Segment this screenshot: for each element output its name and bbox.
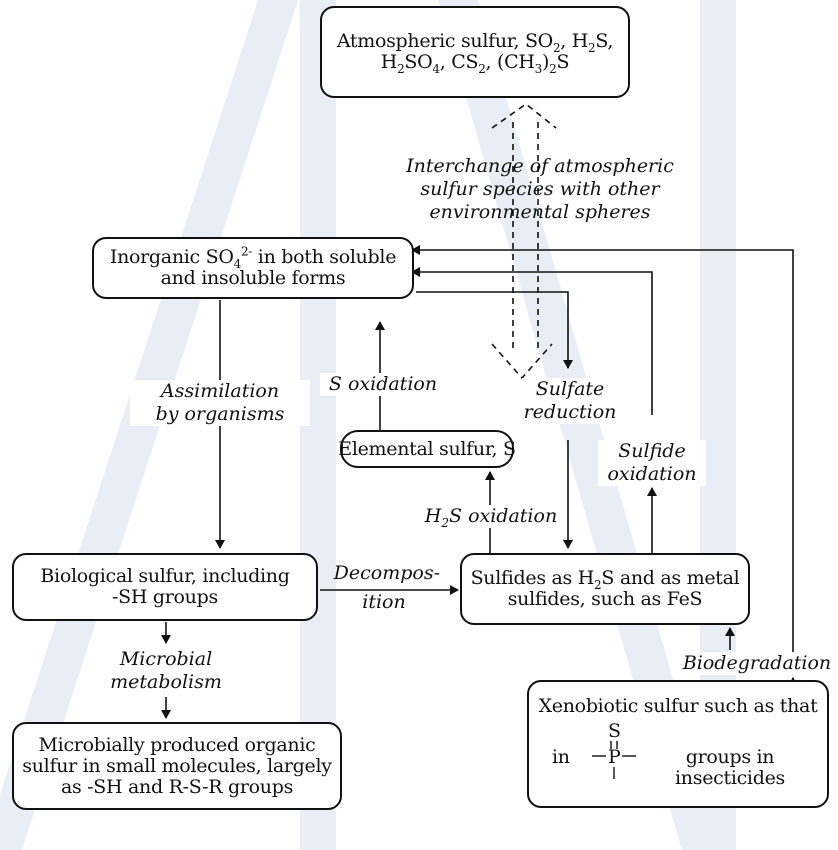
microbial-metabolism-label: Microbial metabolism xyxy=(100,648,232,694)
atmospheric-text-part: , CS xyxy=(439,51,479,73)
phosphorus-atom-label: P xyxy=(608,746,621,768)
microbial-metabolism-line1: Microbial xyxy=(119,648,213,670)
xenobiotic-groups-text: groups in insecticides xyxy=(675,746,785,789)
biological-line1: Biological sulfur, including xyxy=(40,565,290,587)
microbial-organic-line3: as -SH and R-S-R groups xyxy=(60,775,294,798)
microbial-organic-line1: Microbially produced organic xyxy=(38,733,316,756)
sulfate-reduction-line1: Sulfate xyxy=(535,378,605,400)
sulfides-text-part: S and as metal xyxy=(601,567,740,589)
atmospheric-text-part: S, xyxy=(595,30,614,52)
inorganic-sulfate-box: Inorganic SO42- in both soluble and inso… xyxy=(92,237,414,299)
atmospheric-text-part: , H xyxy=(560,30,589,52)
biological-line2: -SH groups xyxy=(112,586,218,608)
atmospheric-subscript: 2 xyxy=(549,61,557,76)
atmospheric-subscript: 3 xyxy=(534,61,543,76)
h2s-oxidation-text-part: H xyxy=(424,505,442,527)
atmospheric-subscript: 2 xyxy=(397,61,405,76)
interchange-line2: sulfur species with other xyxy=(420,178,660,200)
interchange-line1: Interchange of atmospheric xyxy=(406,155,674,177)
h2s-oxidation-subscript: 2 xyxy=(441,515,450,530)
sulfides-box: Sulfides as H2S and as metal sulfides, s… xyxy=(460,553,750,625)
interchange-line3: environmental spheres xyxy=(429,201,651,223)
atmospheric-subscript: 2 xyxy=(552,40,561,55)
inorganic-line2: and insoluble forms xyxy=(160,267,346,289)
atmospheric-text-part: SO xyxy=(404,51,433,73)
interchange-dashed-arrow xyxy=(491,102,557,380)
atmospheric-text-part: H xyxy=(380,51,398,73)
atmospheric-sulfur-box: Atmospheric sulfur, SO2, H2S, H2SO4, CS2… xyxy=(320,6,630,98)
assimilation-label: Assimilation by organisms xyxy=(130,380,310,426)
xenobiotic-line1: Xenobiotic sulfur such as that xyxy=(538,695,818,717)
inorganic-text-part: in both soluble xyxy=(252,246,397,268)
sulfide-oxidation-line1: Sulfide xyxy=(618,440,686,462)
sulfide-oxidation-label: Sulfide oxidation xyxy=(598,440,706,486)
biodegradation-label: Biodegradation xyxy=(677,652,837,675)
xenobiotic-in-text: in xyxy=(552,746,570,768)
atmospheric-text-part: S xyxy=(556,51,570,73)
p-bond-lines xyxy=(592,741,636,779)
s-oxidation-text: S oxidation xyxy=(328,373,438,395)
atmospheric-text-part: ) xyxy=(542,51,550,73)
sulfides-text-part: Sulfides as H xyxy=(470,567,595,589)
decomposition-line1: Decompos- xyxy=(333,562,440,584)
inorganic-text-part: Inorganic SO xyxy=(109,246,234,268)
sulfate-reduction-arrow xyxy=(416,291,573,369)
elemental-sulfur-box: Elemental sulfur, S xyxy=(338,430,516,468)
sulfide-oxidation-arrow-upper xyxy=(411,267,653,415)
h2s-oxidation-text-part: S oxidation xyxy=(449,505,558,527)
microbial-organic-sulfur-box: Microbially produced organic sulfur in s… xyxy=(12,722,342,810)
biodegradation-text: Biodegradation xyxy=(682,652,832,674)
microbial-organic-line2: sulfur in small molecules, largely xyxy=(22,754,332,777)
atmospheric-text-part: Atmospheric sulfur, SO xyxy=(336,30,553,52)
sulfate-reduction-line2: reduction xyxy=(523,401,617,423)
sulfate-reduction-label: Sulfate reduction xyxy=(522,378,618,424)
biological-sulfur-box: Biological sulfur, including -SH groups xyxy=(12,553,318,621)
inorganic-superscript: 2- xyxy=(240,244,253,259)
inorganic-subscript: 4 xyxy=(233,256,242,271)
decomposition-label: Decompos- ition xyxy=(320,562,448,614)
decomposition-line2: ition xyxy=(362,591,406,613)
sulfur-atom-label: S xyxy=(608,720,621,742)
atmospheric-text-part: , (CH xyxy=(485,51,535,73)
sulfides-subscript: 2 xyxy=(594,577,602,592)
sulfides-line2: sulfides, such as FeS xyxy=(507,588,703,610)
interchange-label: Interchange of atmospheric sulfur specie… xyxy=(395,155,685,224)
sulfide-oxidation-line2: oxidation xyxy=(607,463,697,485)
assimilation-line1: Assimilation xyxy=(160,380,280,402)
microbial-metabolism-line2: metabolism xyxy=(110,671,222,693)
xenobiotic-to-inorganic-arrow xyxy=(411,245,794,652)
h2s-oxidation-label: H2S oxidation xyxy=(416,505,566,530)
atmospheric-subscript: 2 xyxy=(478,61,486,76)
atmospheric-subscript: 4 xyxy=(432,61,440,76)
elemental-sulfur-label: Elemental sulfur, S xyxy=(338,437,516,460)
phosphorothioate-group: in S P groups in insecticides xyxy=(538,720,818,789)
s-oxidation-label: S oxidation xyxy=(320,373,446,396)
atmospheric-subscript: 2 xyxy=(588,40,596,55)
assimilation-line2: by organisms xyxy=(155,403,285,425)
xenobiotic-sulfur-box: Xenobiotic sulfur such as that in S P gr… xyxy=(527,680,829,808)
